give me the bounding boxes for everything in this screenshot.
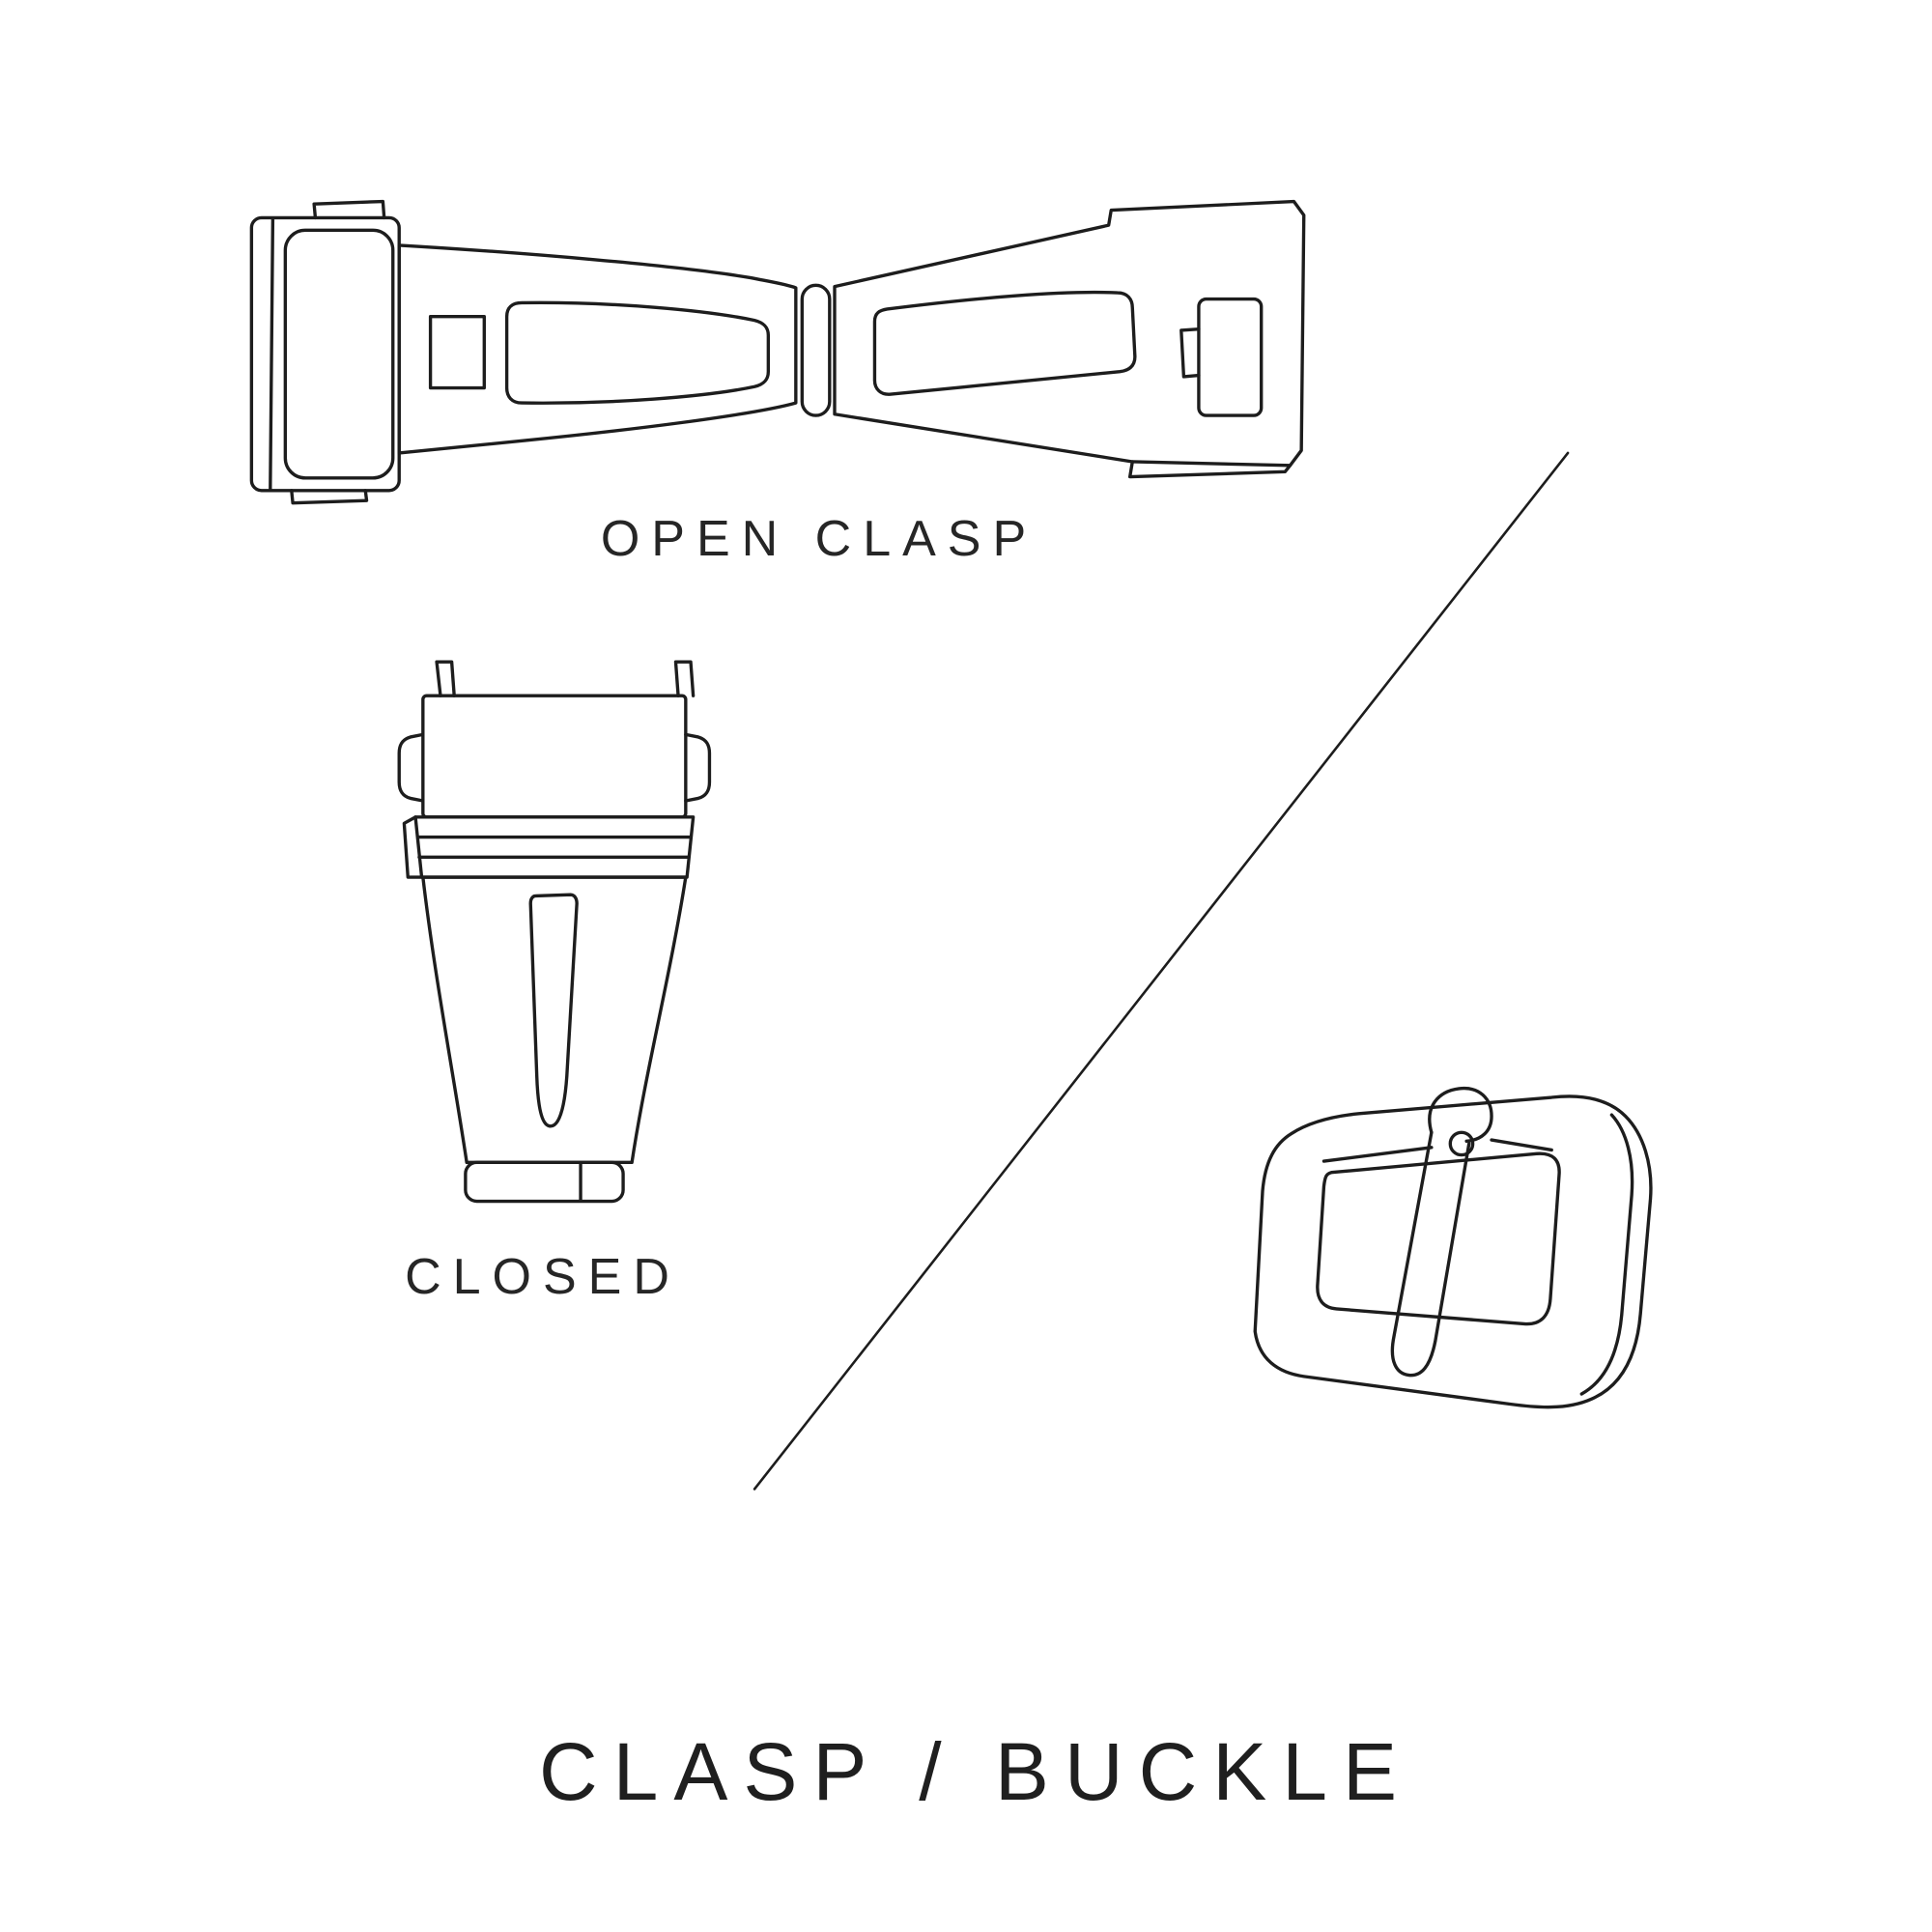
page-title: CLASP / BUCKLE	[538, 1726, 1413, 1817]
diagonal-divider-line	[753, 451, 1570, 1491]
open-clasp-label: OPEN CLASP	[600, 511, 1038, 567]
closed-label: CLOSED	[405, 1249, 681, 1305]
closed-clasp-drawing	[397, 660, 712, 1204]
open-clasp-drawing	[249, 199, 1306, 505]
tang-buckle-drawing	[1253, 1086, 1653, 1409]
